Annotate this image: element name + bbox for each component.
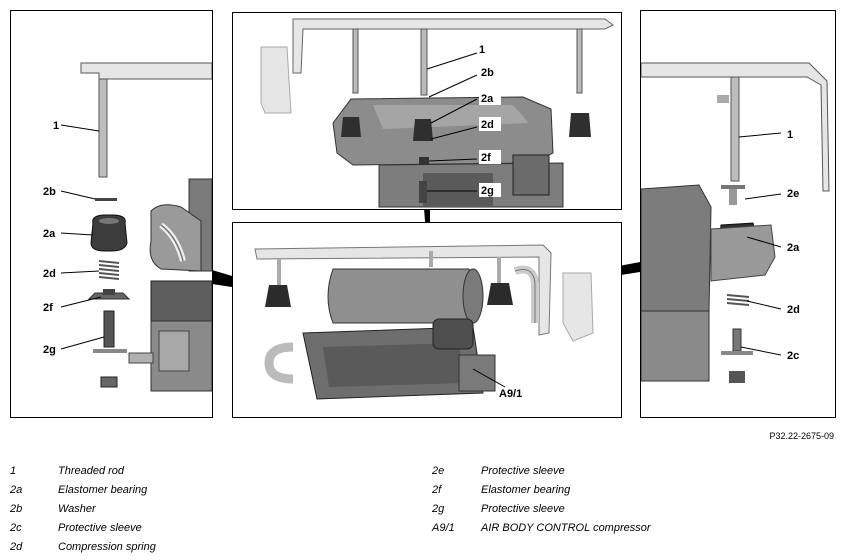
leader-lines	[738, 132, 782, 356]
compressor-partial	[128, 178, 212, 392]
protective-sleeve-2e	[721, 185, 745, 189]
callout-2a: 2a	[787, 242, 800, 254]
legend-description: AIR BODY CONTROL compressor	[481, 522, 651, 534]
legend-left: 1 Threaded rod 2a Elastomer bearing 2b Washer…	[10, 462, 156, 557]
figure-id: P32.22-2675-09	[769, 431, 834, 441]
compressor-cylinder	[327, 268, 475, 324]
legend-row: 1 Threaded rod	[10, 462, 156, 481]
panel-left-detail: 1 2b 2a 2d 2f 2g	[10, 10, 213, 418]
legend-code: 2d	[10, 541, 23, 553]
threaded-rod-right	[576, 28, 583, 94]
leader-lines	[426, 52, 478, 192]
callout-1: 1	[479, 44, 485, 56]
callout-2g: 2g	[481, 185, 494, 197]
callout-2d: 2d	[787, 304, 800, 316]
legend-row: 2d Compression spring	[10, 538, 156, 557]
legend-code: 2c	[10, 522, 22, 534]
callout-2b: 2b	[481, 67, 494, 79]
elastomer-bearing-right	[569, 113, 591, 137]
nut	[100, 376, 118, 388]
washer	[95, 198, 117, 201]
bracket	[292, 18, 614, 74]
bracket	[254, 244, 552, 336]
legend-row: 2f Elastomer bearing	[432, 481, 651, 500]
callout-2a: 2a	[481, 93, 494, 105]
right-detail-drawing: 1 2e 2a 2d 2c	[641, 62, 830, 383]
legend-code: 2g	[432, 503, 445, 515]
callout-2d: 2d	[481, 119, 494, 131]
panel-top-detail: 1 2b 2a 2d 2f 2g	[232, 12, 622, 210]
callout-2e: 2e	[787, 188, 799, 200]
legend-description: Washer	[58, 503, 96, 515]
leader-lines	[60, 124, 105, 350]
nut	[729, 371, 745, 383]
elastomer-bearing	[90, 214, 128, 252]
left-detail-drawing: 1 2b 2a 2d 2f 2g	[43, 62, 212, 392]
legend-row: A9/1 AIR BODY CONTROL compressor	[432, 519, 651, 538]
legend-code: 2a	[10, 484, 23, 496]
compressor-overview-drawing: A9/1	[254, 244, 594, 400]
threaded-rod-center	[420, 28, 428, 96]
legend-row: 2e Protective sleeve	[432, 462, 651, 481]
elastomer-bearing-right	[487, 283, 513, 305]
legend-code: 2e	[432, 465, 445, 477]
threaded-rod-left	[352, 28, 359, 94]
threaded-rod	[730, 76, 740, 182]
leader-line-a9-1	[472, 368, 506, 388]
legend-description: Protective sleeve	[58, 522, 142, 534]
compressor-partial	[641, 184, 712, 312]
legend-description: Protective sleeve	[481, 503, 565, 515]
callout-2f: 2f	[481, 152, 491, 164]
legend-description: Compression spring	[58, 541, 156, 553]
callout-2g: 2g	[43, 344, 56, 356]
top-detail-drawing: 1 2b 2a 2d 2f 2g	[260, 18, 614, 208]
callout-2f: 2f	[43, 302, 53, 314]
callout-2c: 2c	[787, 350, 799, 362]
protective-sleeve	[103, 310, 115, 348]
elastomer-bearing-left	[341, 117, 361, 137]
elastomer-bearing-center	[413, 119, 433, 141]
legend-description: Elastomer bearing	[58, 484, 148, 496]
bracket	[641, 62, 830, 192]
legend-row: 2a Elastomer bearing	[10, 481, 156, 500]
panel-right-detail: 1 2e 2a 2d 2c	[640, 10, 836, 418]
callout-a9-1: A9/1	[499, 388, 522, 400]
legend-row: 2b Washer	[10, 500, 156, 519]
bearing-top	[99, 218, 119, 224]
callout-2d: 2d	[43, 268, 56, 280]
compression-spring	[726, 294, 750, 306]
callout-1: 1	[787, 129, 793, 141]
legend-code: A9/1	[432, 522, 455, 534]
callout-2a: 2a	[43, 228, 56, 240]
legend-code: 2f	[432, 484, 442, 496]
legend-description: Threaded rod	[58, 465, 125, 477]
callout-2b: 2b	[43, 186, 56, 198]
compression-spring	[98, 260, 120, 280]
elastomer-bearing-left	[265, 285, 291, 307]
legend-row: 2c Protective sleeve	[10, 519, 156, 538]
protective-sleeve-2c	[732, 328, 742, 352]
panel-compressor-overview: A9/1	[232, 222, 622, 418]
legend-code: 2b	[10, 503, 23, 515]
legend-row: 2g Protective sleeve	[432, 500, 651, 519]
callout-1: 1	[53, 120, 59, 132]
legend-description: Elastomer bearing	[481, 484, 571, 496]
threaded-rod	[98, 78, 108, 178]
bracket	[80, 62, 212, 80]
legend-description: Protective sleeve	[481, 465, 565, 477]
legend-code: 1	[10, 465, 17, 477]
